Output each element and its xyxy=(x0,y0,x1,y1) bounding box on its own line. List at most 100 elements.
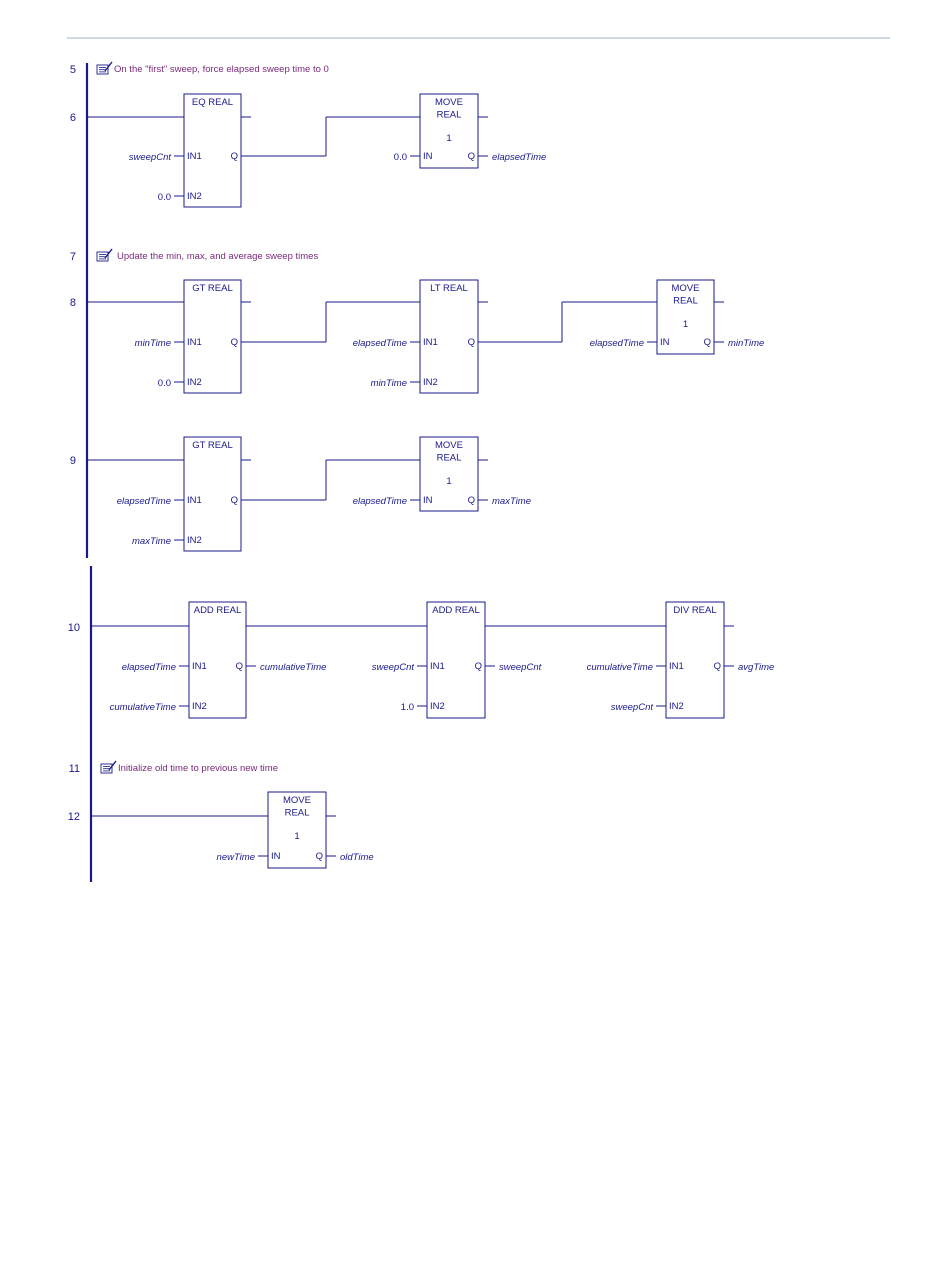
pin-in2-label: IN2 xyxy=(423,377,438,388)
block-title: MOVE xyxy=(283,795,311,806)
rung-comment: Initialize old time to previous new time xyxy=(118,763,278,774)
function-block-box xyxy=(183,436,242,552)
function-block-box xyxy=(419,93,479,169)
pin-q-label: Q xyxy=(468,151,475,162)
operand-in2: maxTime xyxy=(132,536,171,547)
pin-in1-label: IN1 xyxy=(187,151,202,162)
function-block-box xyxy=(188,601,247,719)
rung-comment: On the "first" sweep, force elapsed swee… xyxy=(114,64,329,75)
operand-in1: cumulativeTime xyxy=(587,662,653,673)
pin-q-label: Q xyxy=(714,661,721,672)
pin-in2-label: IN2 xyxy=(187,377,202,388)
function-block-box xyxy=(419,279,479,394)
pin-q-label: Q xyxy=(475,661,482,672)
rung-comment: Update the min, max, and average sweep t… xyxy=(117,251,318,262)
block-title: MOVE xyxy=(672,283,700,294)
block-title: REAL xyxy=(673,296,698,307)
operand-in: elapsedTime xyxy=(590,338,644,349)
pin-in2-label: IN2 xyxy=(669,701,684,712)
comment-note-icon-pen xyxy=(104,61,113,72)
block-title: ADD REAL xyxy=(194,605,242,616)
pin-in2-label: IN2 xyxy=(187,191,202,202)
pin-q-label: Q xyxy=(704,337,711,348)
pin-in2-label: IN2 xyxy=(187,535,202,546)
pin-in-label: IN xyxy=(660,337,670,348)
pin-in1-label: IN1 xyxy=(187,495,202,506)
operand-q: cumulativeTime xyxy=(260,662,326,673)
rung-number: 5 xyxy=(70,64,76,76)
block-length: 1 xyxy=(683,319,688,330)
function-block-box xyxy=(267,791,327,869)
operand-in2: 1.0 xyxy=(401,702,414,713)
pin-in1-label: IN1 xyxy=(187,337,202,348)
block-length: 1 xyxy=(446,133,451,144)
rung-number: 11 xyxy=(69,763,80,775)
operand-in1: elapsedTime xyxy=(117,496,171,507)
operand-in1: minTime xyxy=(135,338,171,349)
pin-in2-label: IN2 xyxy=(430,701,445,712)
function-block-box xyxy=(183,279,242,394)
comment-note-icon-pen xyxy=(108,760,117,771)
comment-note-icon-pen xyxy=(104,248,113,259)
pin-q-label: Q xyxy=(236,661,243,672)
operand-in2: sweepCnt xyxy=(611,702,654,713)
block-title: DIV REAL xyxy=(673,605,716,616)
block-title: MOVE xyxy=(435,440,463,451)
comment-note-icon[interactable] xyxy=(96,61,113,75)
pin-in1-label: IN1 xyxy=(669,661,684,672)
operand-in2: 0.0 xyxy=(158,192,171,203)
block-title: GT REAL xyxy=(192,283,232,294)
operand-in1: elapsedTime xyxy=(122,662,176,673)
pin-q-label: Q xyxy=(468,337,475,348)
operand-in: elapsedTime xyxy=(353,496,407,507)
pin-in2-label: IN2 xyxy=(192,701,207,712)
operand-in2: minTime xyxy=(371,378,407,389)
pin-q-label: Q xyxy=(231,337,238,348)
pin-in-label: IN xyxy=(271,851,281,862)
rung-number: 8 xyxy=(70,297,76,309)
comment-note-icon[interactable] xyxy=(96,248,113,262)
pin-in1-label: IN1 xyxy=(192,661,207,672)
move-real-block[interactable]: MOVE REAL 1Q IN newTime oldTime xyxy=(217,791,374,869)
operand-q: oldTime xyxy=(340,852,374,863)
function-block-box xyxy=(665,601,725,719)
pin-q-label: Q xyxy=(231,151,238,162)
block-length: 1 xyxy=(294,831,299,842)
operand-in: newTime xyxy=(217,852,255,863)
block-title: REAL xyxy=(437,453,462,464)
block-title: LT REAL xyxy=(430,283,468,294)
rung-number: 6 xyxy=(70,112,76,124)
operand-in1: sweepCnt xyxy=(129,152,172,163)
pin-q-label: Q xyxy=(316,851,323,862)
pin-in-label: IN xyxy=(423,151,433,162)
operand-q: elapsedTime xyxy=(492,152,546,163)
operand-q: avgTime xyxy=(738,662,774,673)
block-title: ADD REAL xyxy=(432,605,480,616)
operand-in1: elapsedTime xyxy=(353,338,407,349)
block-title: MOVE xyxy=(435,97,463,108)
pin-in1-label: IN1 xyxy=(423,337,438,348)
operand-q: maxTime xyxy=(492,496,531,507)
block-title: EQ REAL xyxy=(192,97,233,108)
pin-q-label: Q xyxy=(468,495,475,506)
comment-note-icon[interactable] xyxy=(100,760,117,774)
operand-in2: cumulativeTime xyxy=(110,702,176,713)
operand-in2: 0.0 xyxy=(158,378,171,389)
rung-number: 9 xyxy=(70,455,76,467)
operand-in: 0.0 xyxy=(394,152,407,163)
block-title: REAL xyxy=(285,808,310,819)
function-block-box xyxy=(419,436,479,512)
function-block-box xyxy=(656,279,715,355)
block-length: 1 xyxy=(446,476,451,487)
